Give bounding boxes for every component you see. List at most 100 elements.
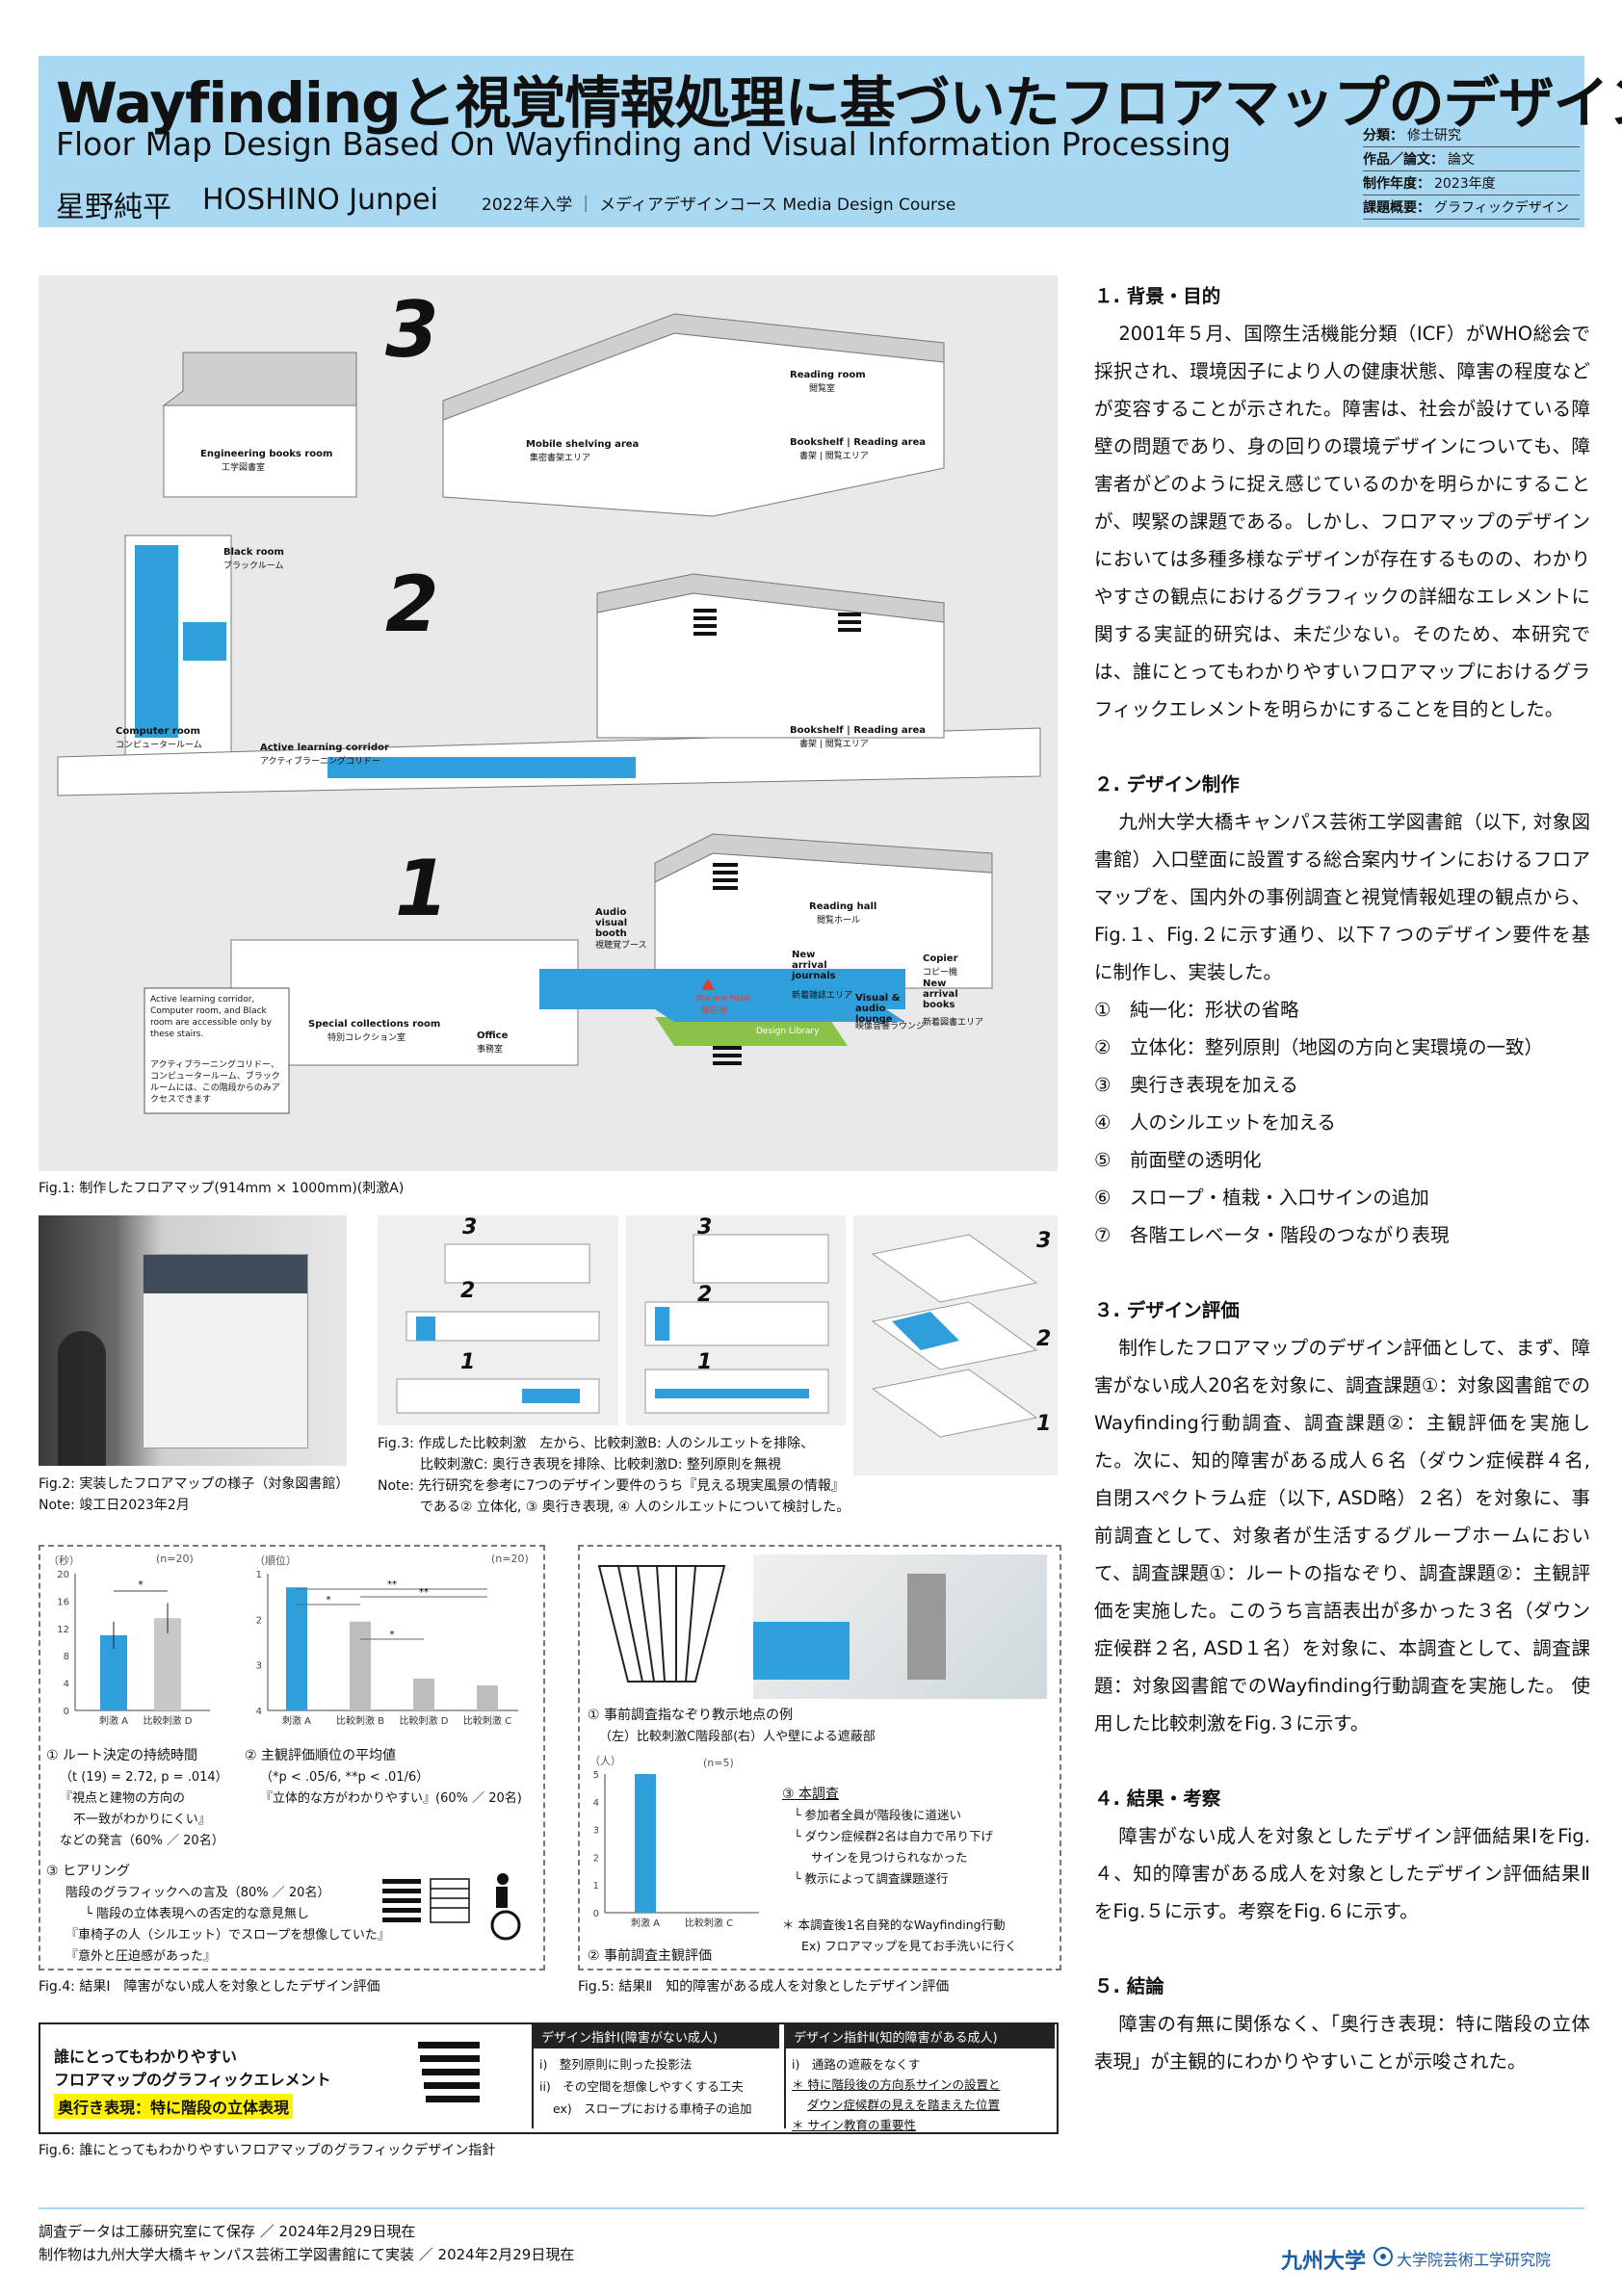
chart-b-tick-label: 1 (256, 1570, 262, 1580)
chart-b-bar (413, 1678, 434, 1710)
chart-c-bar (635, 1774, 656, 1913)
chart-b-tick-label: 4 (256, 1707, 262, 1717)
stimulus-b-num-2: 2 (460, 1279, 476, 1303)
guideline-1-line-3: ex) スロープにおける車椅子の追加 (553, 2101, 752, 2116)
meta-value: 修士研究 (1407, 128, 1461, 144)
fig5-item3-line-2: └ ダウン症候群2名は自力で吊り下げ (794, 1829, 993, 1843)
meta-value: グラフィックデザイン (1434, 200, 1569, 216)
fig5-box: ① 事前調査指なぞり教示地点の例 （左）比較刺激C階段部(右）人や壁による遮蔽部… (578, 1545, 1061, 1970)
section-5-body: 障害の有無に関係なく、「奥行き表現：特に階段の立体表現」が主観的にわかりやすいこ… (1094, 2013, 1590, 2073)
photo-signboard-header (144, 1255, 307, 1293)
chart-c-ylabel: （人） (589, 1755, 621, 1767)
meta-row: 課題概要：グラフィックデザイン (1363, 196, 1580, 220)
label-engineering: Engineering books room (200, 449, 333, 459)
label-bookshelf-3: Bookshelf | Reading area (790, 437, 927, 448)
stairs-graphic-icon (418, 2042, 480, 2102)
stimulus-c-num-1: 1 (697, 1350, 713, 1374)
stimulus-b-svg (396, 1243, 600, 1414)
guideline-2: デザイン指針Ⅱ(知的障害がある成人) i) 通路の遮蔽をなくす ＊ 特に階段後の… (784, 2024, 1055, 2132)
chart-c-n: (n=5) (703, 1757, 734, 1769)
label-reading-hall: Reading hall (809, 901, 877, 912)
guideline-2-line-3: ダウン症候群の見えを踏まえた位置 (807, 2098, 1001, 2112)
label-new-journals: New arrival journals (792, 950, 836, 981)
label-av-lounge-ja: 映像音響ラウンジ (855, 1022, 926, 1031)
fig4-item2-quote: 『立体的な方がわかりやすい』(60% ／ 20名) (260, 1791, 522, 1806)
requirement-3: ③ 奥行き表現を加える (1094, 1074, 1298, 1096)
label-new-books: New arrival books (923, 978, 958, 1010)
fig4-item3-title: ③ ヒアリング (46, 1864, 131, 1879)
requirement-5: ⑤ 前面壁の透明化 (1094, 1149, 1262, 1171)
stimulus-b-image: 3 2 1 (378, 1215, 618, 1425)
faculty-name: 大学院芸術工学研究院 (1397, 2251, 1552, 2269)
label-special-collections-ja: 特別コレクション室 (327, 1033, 406, 1043)
chart-b-category-label: 比較刺激 D (400, 1714, 449, 1727)
footer-line-1: 調査データは工藤研究室にて保存 ／ 2024年2月29日現在 (39, 2223, 416, 2240)
fig4-item1-quote-1: 『視点と建物の方向の (60, 1791, 186, 1806)
chart-a-n: (n=20) (156, 1552, 194, 1565)
label-office-ja: 事務室 (477, 1045, 504, 1055)
chart-b-sig-label: * (390, 1630, 395, 1640)
label-reading-hall-ja: 閲覧ホール (817, 916, 861, 926)
section-1-body: 2001年５月、国際生活機能分類（ICF）がWHO総会で採択され、環境因子により… (1094, 323, 1590, 720)
fig6-left-line-1: 誰にとってもわかりやすい (54, 2048, 237, 2066)
stimulus-c-svg (644, 1234, 829, 1414)
label-av-lounge: Visual & audio lounge (855, 993, 901, 1025)
label-you-are-here: You are here (695, 994, 750, 1004)
meta-value: 2023年度 (1434, 176, 1496, 192)
chart-a-tick-label: 16 (57, 1597, 69, 1607)
label-copier: Copier (923, 953, 958, 964)
section-3-body: 制作したフロアマップのデザイン評価として、まず、障害がない成人20名を対象に、調… (1094, 1337, 1590, 1735)
fig6-left-line-2: フロアマップのグラフィックエレメント (54, 2071, 331, 2089)
guideline-1-line-2: ii) その空間を想像しやすくする工夫 (539, 2079, 744, 2094)
stimulus-d-image: 3 2 1 (853, 1215, 1058, 1475)
meta-label: 課題概要： (1363, 200, 1430, 216)
guideline-1-title: デザイン指針Ⅰ(障害がない成人) (534, 2024, 779, 2048)
fig3-caption-1: Fig.3: 作成した比較刺激 左から、比較刺激B: 人のシルエットを排除、 (378, 1436, 815, 1451)
guideline-1: デザイン指針Ⅰ(障害がない成人) i) 整列原則に則った投影法 ii) その空間… (532, 2024, 779, 2128)
meta-label: 制作年度： (1363, 176, 1430, 192)
floor-map-svg (57, 313, 1041, 1114)
university-logo: 九州大学 (1281, 2250, 1367, 2274)
chart-b-sig-label: * (327, 1595, 331, 1605)
chart-b-tick-label: 3 (256, 1661, 262, 1672)
stimulus-c-num-2: 2 (697, 1283, 713, 1307)
floor-1-plan (144, 833, 993, 1114)
chart-a-ylabel: （秒） (48, 1554, 80, 1567)
chart-a-bar (154, 1618, 181, 1710)
label-mobile-shelving: Mobile shelving area (526, 439, 640, 450)
label-reading-room: Reading room (790, 370, 866, 380)
meta-row: 制作年度：2023年度 (1363, 171, 1580, 196)
chart-b-bar (477, 1684, 498, 1710)
fig3-caption-2: 比較刺激C: 奥行き表現を排除、比較刺激D: 整列原則を無視 (420, 1457, 781, 1473)
stairs-note-en: Active learning corridor, Computer room,… (150, 995, 272, 1039)
stimulus-c-num-3: 3 (697, 1215, 713, 1239)
label-computer-room-ja: コンピュータールーム (116, 741, 202, 750)
meta-row: 分類：修士研究 (1363, 123, 1580, 147)
title-japanese: Wayfindingと視覚情報処理に基づいたフロアマップのデザイン (56, 70, 1622, 136)
floor-number-1: 1 (395, 844, 449, 933)
stimulus-d-num-3: 3 (1036, 1229, 1052, 1253)
chart-c-tick-label: 0 (593, 1909, 599, 1919)
fig5-item1-title: ① 事前調査指なぞり教示地点の例 (588, 1708, 794, 1723)
chart-a-tick-label: 8 (64, 1652, 69, 1662)
label-bookshelf-2: Bookshelf | Reading area (790, 725, 927, 736)
chart-c-tick-label: 5 (593, 1770, 599, 1781)
stimulus-b-num-3: 3 (462, 1215, 478, 1239)
label-bookshelf-2-ja: 書架 | 閲覧エリア (799, 740, 869, 749)
fig5-item1-sub: （左）比較刺激C階段部(右）人や壁による遮蔽部 (599, 1730, 876, 1744)
installed-map-photo (39, 1215, 347, 1466)
label-design-library: Design Library (756, 1027, 820, 1036)
section-5-title: ５. 結論 (1094, 1975, 1164, 1997)
label-office: Office (477, 1031, 509, 1041)
fig1-caption: Fig.1: 制作したフロアマップ(914mm × 1000mm)(刺激A) (39, 1181, 405, 1196)
section-1-title: １. 背景・目的 (1094, 285, 1221, 307)
header-banner: Wayfindingと視覚情報処理に基づいたフロアマップのデザイン Floor … (39, 56, 1622, 227)
fig4-item1-stat: （t (19) = 2.72, p = .014） (60, 1770, 228, 1785)
meta-label: 分類： (1363, 128, 1403, 144)
meta-label: 作品／論文： (1363, 152, 1444, 168)
label-bookshelf-3-ja: 書架 | 閲覧エリア (799, 452, 869, 461)
